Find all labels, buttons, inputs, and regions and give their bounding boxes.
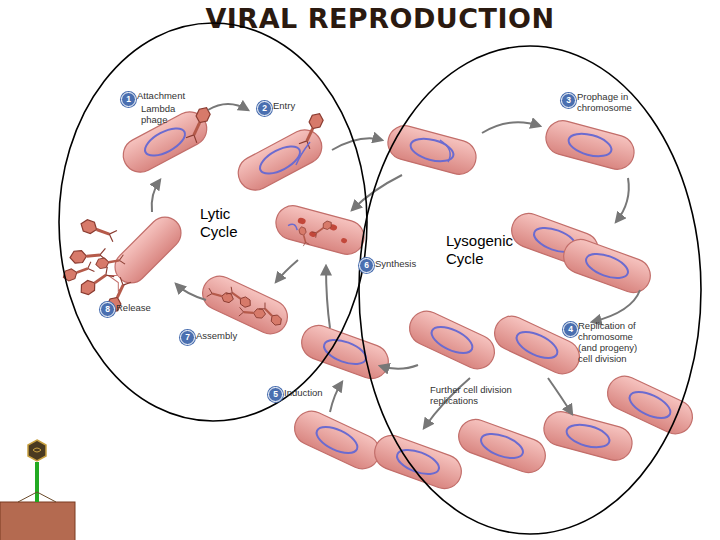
synthesis-cell	[271, 202, 367, 261]
bacterium-cell	[232, 124, 327, 196]
bacterium-cell	[297, 321, 393, 384]
phage-icon	[0, 440, 75, 540]
bacterium-cell	[540, 408, 636, 464]
callout-number: 8	[100, 302, 115, 317]
release-cell	[62, 210, 188, 314]
step-label: Assembly	[196, 331, 237, 342]
step-label: Further cell division replications	[430, 385, 530, 407]
cycle-ellipse: Lytic Cycle	[58, 22, 368, 422]
callout-number: 5	[268, 387, 283, 402]
viral-dna	[440, 140, 450, 162]
cycle-arrows	[152, 104, 640, 428]
bacterium-cell	[489, 311, 585, 380]
bacterium-cell	[559, 235, 655, 298]
step-label: Release	[116, 303, 151, 314]
callout-number: 1	[121, 92, 136, 107]
step-label: Replication of chromosome (and progeny) …	[578, 321, 654, 365]
assembly-cell	[197, 271, 293, 340]
bacterium-cell	[384, 122, 480, 178]
bacterium-cell	[370, 431, 466, 494]
bacterium-cell	[454, 415, 550, 478]
step-label: Induction	[284, 388, 323, 399]
bacterium-cell	[289, 406, 385, 475]
step-label: Prophage in chromosome	[577, 92, 647, 114]
callout-number: 3	[561, 93, 576, 108]
diagram-title: VIRAL REPRODUCTION	[160, 3, 600, 34]
step-label: Synthesis	[375, 259, 416, 270]
bacterium-cell	[404, 306, 500, 375]
callout-number: 6	[359, 258, 374, 273]
callout-number: 7	[180, 330, 195, 345]
ellipse-outline	[359, 46, 701, 534]
callout-number: 2	[257, 101, 272, 116]
cycle-name: Lysogenic Cycle	[446, 232, 536, 268]
viral-dna	[296, 142, 310, 165]
cycle-name: Lytic Cycle	[200, 205, 252, 241]
cycle-ellipse: Lysogenic Cycle	[358, 45, 702, 535]
phage-symbol	[186, 105, 212, 143]
ellipse-outline	[59, 23, 367, 421]
bacterium-cell	[542, 117, 638, 173]
step-label: Entry	[273, 101, 295, 112]
step-label: Attachment	[137, 91, 185, 102]
callout-number: 4	[563, 322, 578, 337]
bacterium-cell	[602, 371, 698, 440]
phage-symbol	[299, 111, 325, 149]
step-label: Lambda phage	[141, 104, 175, 126]
ellipse-outline	[358, 45, 702, 535]
